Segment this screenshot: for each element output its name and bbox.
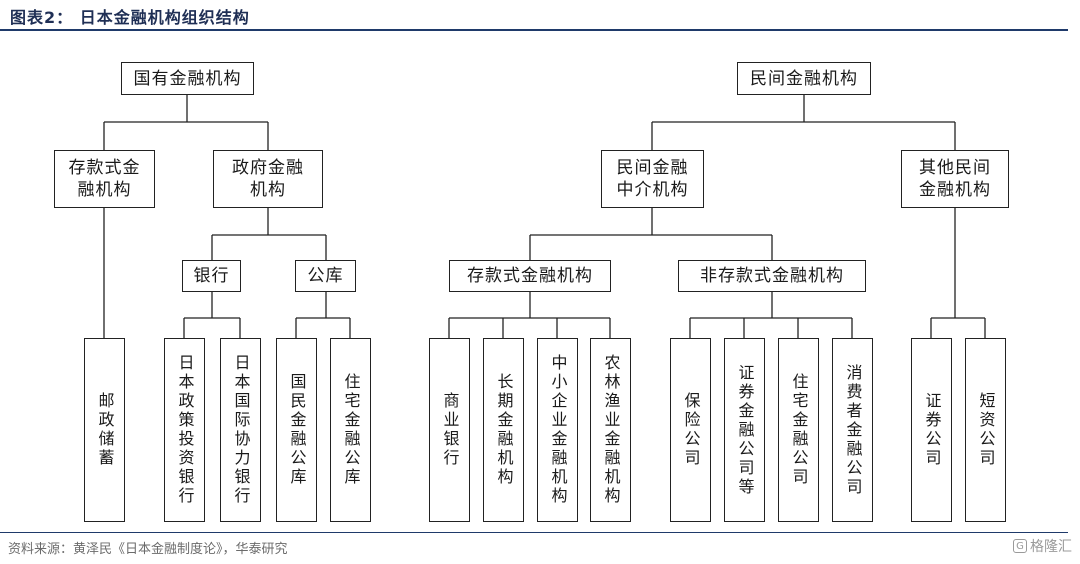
node-securities-fin: 证券金融公司等 [724, 338, 765, 522]
source-note: 资料来源：黄泽民《日本金融制度论》，华泰研究 [8, 542, 288, 557]
node-deposit-gov: 存款式金 融机构 [54, 150, 155, 208]
watermark: G 格隆汇 [1013, 536, 1072, 556]
watermark-text: 格隆汇 [1030, 539, 1072, 555]
node-public-corp: 公库 [295, 260, 356, 292]
node-short-term: 短资公司 [965, 338, 1006, 522]
node-jdb: 日本政策投资银行 [164, 338, 205, 522]
node-sme: 中小企业金融机构 [537, 338, 578, 522]
figure-title: 图表2： 日本金融机构组织结构 [10, 8, 250, 27]
node-bank: 银行 [182, 260, 241, 292]
node-postal: 邮政储蓄 [84, 338, 125, 522]
node-priv: 民间金融机构 [737, 62, 871, 95]
node-consumer-fin: 消费者金融公司 [832, 338, 873, 522]
top-rule [0, 29, 1068, 31]
node-housing-corp: 住宅金融公库 [330, 338, 371, 522]
node-gov: 国有金融机构 [121, 62, 254, 95]
node-insurance: 保险公司 [670, 338, 711, 522]
node-securities: 证券公司 [911, 338, 952, 522]
node-gov-fin: 政府金融 机构 [213, 150, 323, 208]
node-housing-fin: 住宅金融公司 [778, 338, 819, 522]
node-long-term: 长期金融机构 [483, 338, 524, 522]
node-non-deposit: 非存款式金融机构 [678, 260, 866, 292]
node-priv-inter: 民间金融 中介机构 [601, 150, 704, 208]
node-commercial-bank: 商业银行 [429, 338, 470, 522]
node-nlfc: 国民金融公库 [276, 338, 317, 522]
bottom-rule [0, 532, 1068, 533]
watermark-logo-icon: G [1013, 539, 1027, 553]
node-agri: 农林渔业金融机构 [590, 338, 631, 522]
node-deposit-priv: 存款式金融机构 [449, 260, 611, 292]
node-jbic: 日本国际协力银行 [220, 338, 261, 522]
node-other-priv: 其他民间 金融机构 [901, 150, 1009, 208]
